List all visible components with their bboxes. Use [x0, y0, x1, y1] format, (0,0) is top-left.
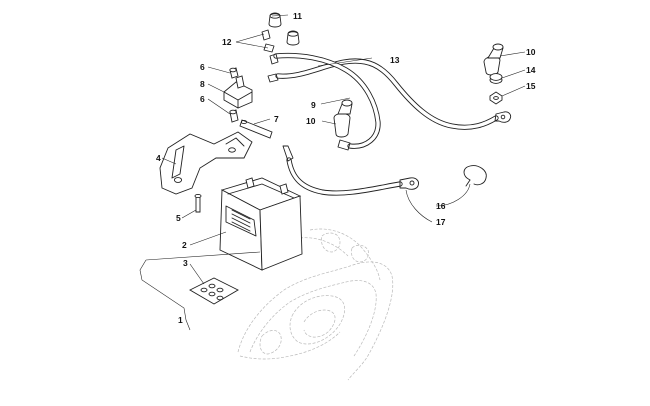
nut-15: [489, 91, 503, 105]
battery-cable-13: [275, 58, 512, 130]
callout-16: 16: [436, 201, 446, 211]
washer-14: [489, 73, 503, 84]
callout-8: 8: [200, 79, 205, 89]
terminal-boot-10-right: [483, 43, 504, 76]
hold-down-bracket-4: [159, 131, 253, 195]
callout-1: 1: [178, 315, 183, 325]
callout-10-right: 10: [526, 47, 536, 57]
bolt-5: [194, 193, 202, 213]
vehicle-body-outline: [237, 228, 394, 381]
callout-17: 17: [436, 217, 446, 227]
terminal-boot-10-middle: [333, 99, 353, 138]
battery-2: [219, 177, 303, 271]
terminal-washer-12: [261, 29, 279, 83]
battery-pad-3: [189, 277, 239, 305]
battery-cable-9: [273, 52, 381, 151]
callout-2: 2: [182, 240, 187, 250]
callout-3: 3: [183, 258, 188, 268]
strap-7: [239, 119, 273, 139]
callout-5: 5: [176, 213, 181, 223]
callout-7: 7: [274, 114, 279, 124]
bolt-6-lower: [229, 109, 239, 123]
callout-6-lower: 6: [200, 94, 205, 104]
callout-9: 9: [311, 100, 316, 110]
callout-14: 14: [526, 65, 536, 75]
battery-cable-17: [282, 145, 419, 196]
callout-13: 13: [390, 55, 400, 65]
callout-10-middle: 10: [306, 116, 316, 126]
bolt-6-top: [229, 67, 239, 79]
leader-lines: [139, 14, 526, 331]
terminal-boot-11: [268, 12, 300, 46]
callout-11: 11: [293, 11, 302, 21]
callout-12: 12: [222, 37, 232, 47]
retaining-clip-16: [463, 165, 487, 187]
callout-15: 15: [526, 81, 536, 91]
callout-labels: 11 12 13 10 14 15 6 8 6 9 7 10 4 5 2 3 1…: [156, 11, 536, 325]
callout-6-top: 6: [200, 62, 205, 72]
terminal-clamp-8: [223, 75, 253, 109]
callout-4: 4: [156, 153, 161, 163]
